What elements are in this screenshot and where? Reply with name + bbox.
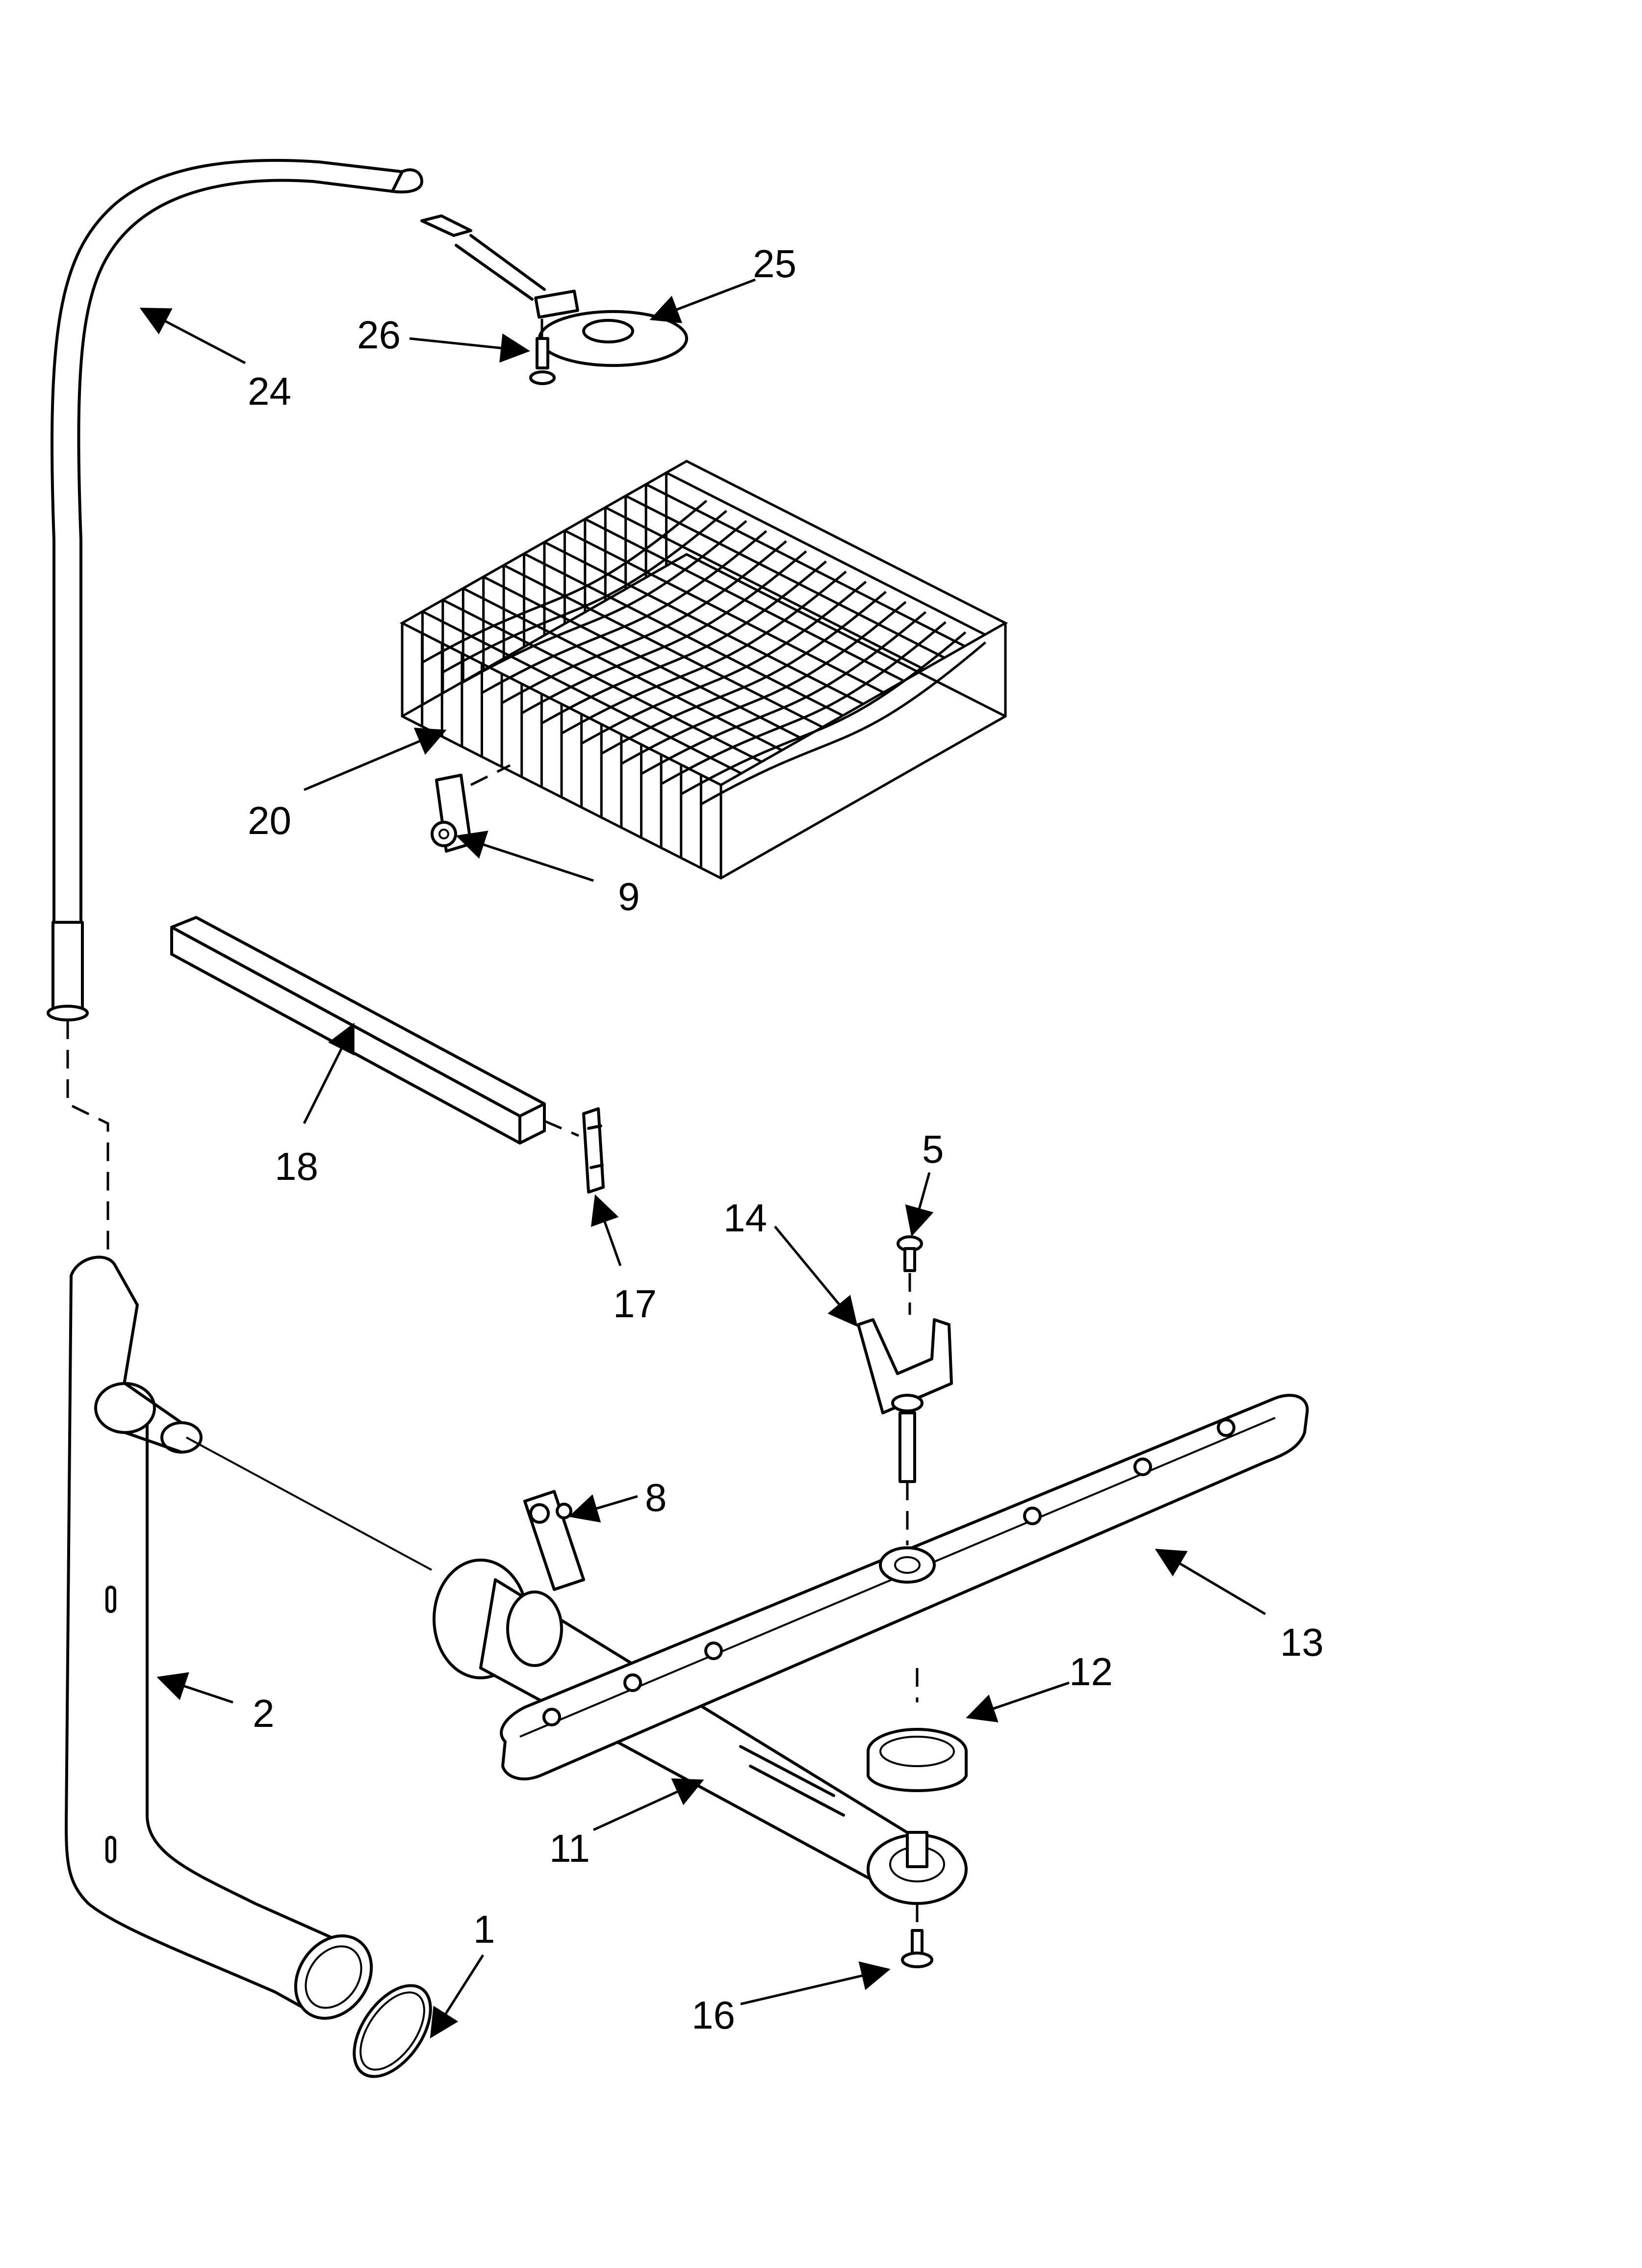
leader-13	[1155, 1548, 1266, 1616]
callout-9: 9	[618, 875, 640, 918]
rack-rail-part	[170, 916, 579, 1145]
screw-part-16	[901, 1903, 933, 1968]
rack-wire	[543, 541, 864, 705]
rack-clip-part	[431, 764, 511, 853]
rack-tine	[440, 510, 727, 737]
leader-5	[905, 1172, 934, 1237]
callout-18: 18	[275, 1145, 318, 1188]
screw-part-5	[897, 1235, 923, 1315]
rack-tine	[620, 600, 907, 828]
callout-26: 26	[357, 313, 401, 357]
callout-24: 24	[248, 369, 291, 413]
callout-8: 8	[645, 1476, 667, 1519]
rack-wire	[523, 552, 844, 717]
rack-wire	[604, 506, 925, 671]
callout-17: 17	[613, 1282, 657, 1326]
leader-17	[590, 1194, 622, 1266]
leader-11	[592, 1778, 704, 1831]
leader-9	[456, 831, 594, 882]
manifold-bracket-part	[506, 1490, 585, 1667]
bearing-ring-part	[867, 1668, 968, 1792]
leader-1	[430, 1954, 485, 2039]
callout-12: 12	[1069, 1650, 1113, 1694]
screw-part-26	[529, 319, 556, 385]
supply-tube-part	[47, 158, 423, 1021]
rack-tine	[540, 560, 827, 787]
o-ring-part	[353, 1984, 432, 2078]
rail-stop-part	[582, 1107, 605, 1194]
rack-tine	[600, 591, 887, 818]
rack-wire	[563, 529, 884, 694]
leader-26	[409, 333, 530, 363]
rack-tine	[421, 499, 708, 727]
upper-spray-head-part	[420, 214, 688, 367]
leader-20	[304, 728, 447, 791]
rack-tine	[699, 641, 986, 868]
lower-spray-arm-part	[500, 1394, 1309, 1781]
leader-2	[156, 1672, 233, 1704]
callout-labels: 24 25 26 20 9 18 17 5 14 8 13 2 12 11 1 …	[248, 242, 1324, 2037]
rack-wire	[665, 471, 986, 636]
rack-wire	[482, 575, 803, 740]
leader-16	[740, 1961, 891, 2006]
lower-manifold-tube-part	[433, 1559, 968, 1905]
rack-tine	[461, 520, 747, 747]
rack-wire	[644, 483, 966, 648]
callout-13: 13	[1280, 1620, 1324, 1664]
callout-5: 5	[922, 1127, 944, 1171]
rack-tine	[580, 580, 867, 808]
rack-tine	[660, 621, 947, 848]
callout-14: 14	[723, 1196, 767, 1240]
tube-connection-line	[66, 1020, 109, 1256]
callout-2: 2	[253, 1692, 275, 1735]
conduit-manifold-part	[65, 1255, 432, 2020]
leader-8	[568, 1494, 638, 1523]
leader-18	[303, 1022, 355, 1124]
callout-16: 16	[692, 1993, 735, 2037]
leader-14	[774, 1225, 858, 1327]
leader-25	[649, 278, 756, 323]
rack-tine	[640, 611, 927, 838]
callout-11: 11	[549, 1826, 590, 1870]
callout-1: 1	[473, 1907, 495, 1951]
leader-24	[139, 308, 246, 365]
rack-wire	[462, 587, 783, 752]
rack-tine	[680, 631, 967, 858]
rack-tine	[500, 540, 787, 767]
dish-rack-part	[399, 460, 1008, 880]
rack-tine	[560, 571, 847, 797]
rack-tine	[481, 530, 768, 757]
leader-lines	[139, 278, 1266, 2039]
callout-20: 20	[248, 799, 291, 842]
leader-12	[966, 1681, 1070, 1722]
rack-tine	[520, 550, 807, 777]
spray-arm-clip-part	[857, 1318, 953, 1545]
callout-25: 25	[753, 242, 796, 286]
